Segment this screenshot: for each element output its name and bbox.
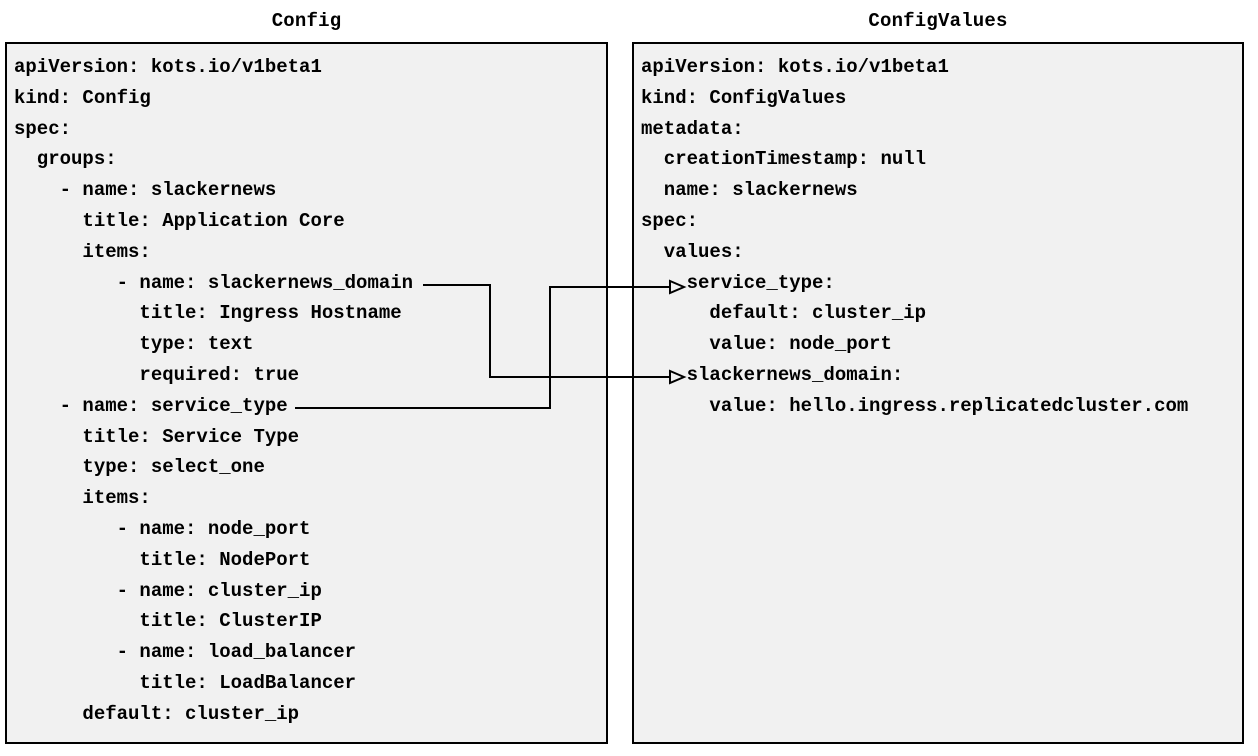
configvalues-panel: apiVersion: kots.io/v1beta1 kind: Config… (632, 42, 1244, 744)
config-yaml-code: apiVersion: kots.io/v1beta1 kind: Config… (14, 56, 414, 725)
config-panel-title: Config (271, 10, 342, 32)
configvalues-panel-title: ConfigValues (868, 10, 1008, 32)
configvalues-yaml-code: apiVersion: kots.io/v1beta1 kind: Config… (641, 56, 1189, 417)
config-panel: apiVersion: kots.io/v1beta1 kind: Config… (5, 42, 608, 744)
